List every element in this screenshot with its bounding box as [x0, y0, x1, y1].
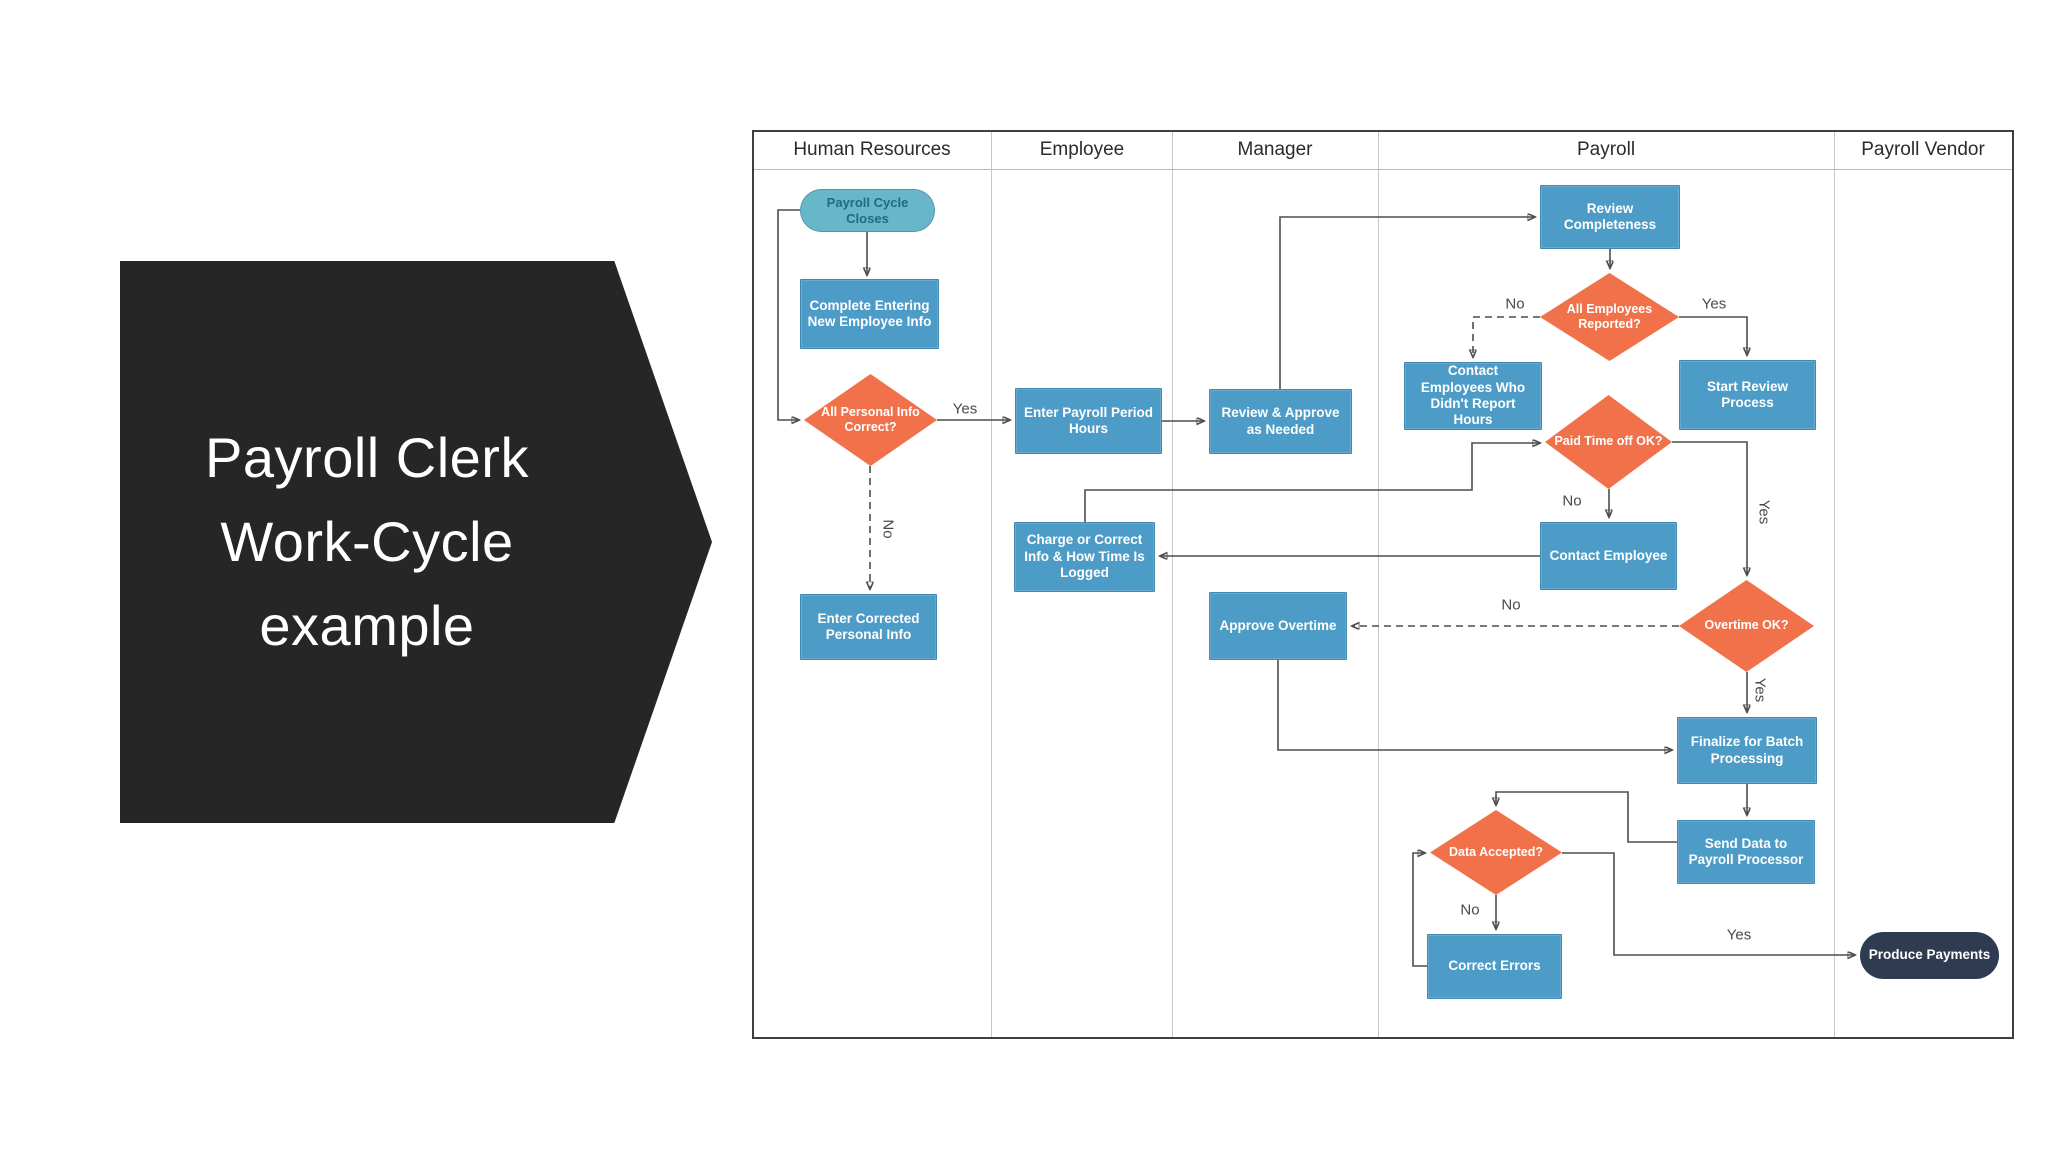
- edge-correct-errors-to-data-accepted: [1412, 853, 1427, 967]
- node-charge-or-correct-info: Charge or Correct Info & How Time Is Log…: [1014, 522, 1155, 592]
- lane-header-employee: Employee: [1039, 139, 1125, 160]
- lane-divider: [1834, 132, 1835, 1037]
- lane-header-row: [754, 132, 2012, 170]
- node-send-data-to-payroll-processor: Send Data to Payroll Processor: [1677, 820, 1815, 884]
- node-contact-employees-who-didnt-report-hours: Contact Employees Who Didn't Report Hour…: [1404, 362, 1542, 430]
- node-review-completeness: Review Completeness: [1540, 185, 1680, 249]
- decision-data-accepted: Data Accepted?: [1430, 810, 1562, 895]
- edge-all-employees-yes: [1679, 316, 1747, 355]
- edge-label-no: No: [1505, 295, 1525, 313]
- edge-label-no: No: [879, 519, 897, 539]
- lane-header-payroll-vendor: Payroll Vendor: [1861, 139, 1985, 160]
- slide-title-line: Work-Cycle: [220, 510, 514, 573]
- edge-review-approve-to-review-completeness: [1279, 217, 1535, 389]
- lane-divider: [1172, 132, 1173, 1037]
- edge-label-yes: Yes: [1755, 499, 1773, 525]
- edge-charge-correct-to-paid-time-off: [1084, 443, 1540, 522]
- title-arrow-shape: Payroll Clerk Work-Cycle example: [120, 261, 712, 823]
- node-complete-entering-new-employee-info: Complete Entering New Employee Info: [800, 279, 939, 349]
- decision-paid-time-off-ok: Paid Time off OK?: [1545, 395, 1672, 489]
- edge-label-no: No: [1460, 901, 1480, 919]
- edge-send-data-to-data-accepted: [1496, 791, 1677, 843]
- node-review-approve-as-needed: Review & Approve as Needed: [1209, 389, 1352, 454]
- node-correct-errors: Correct Errors: [1427, 934, 1562, 999]
- node-approve-overtime: Approve Overtime: [1209, 592, 1347, 660]
- edge-label-yes: Yes: [952, 400, 978, 418]
- edge-label-yes: Yes: [1726, 926, 1752, 944]
- lane-header-manager: Manager: [1237, 139, 1313, 160]
- node-payroll-cycle-closes: Payroll Cycle Closes: [800, 189, 935, 232]
- edge-label-no: No: [1562, 492, 1582, 510]
- edge-label-yes: Yes: [1701, 295, 1727, 313]
- decision-all-personal-info-correct: All Personal Info Correct?: [804, 374, 937, 466]
- lane-header-human-resources: Human Resources: [793, 139, 951, 160]
- node-enter-corrected-personal-info: Enter Corrected Personal Info: [800, 594, 937, 660]
- node-produce-payments: Produce Payments: [1860, 932, 1999, 979]
- node-start-review-process: Start Review Process: [1679, 360, 1816, 430]
- lane-header-payroll: Payroll: [1576, 139, 1636, 160]
- flowchart-panel: Human Resources Employee Manager Payroll…: [752, 130, 2014, 1039]
- edge-label-yes: Yes: [1751, 677, 1769, 703]
- lane-divider: [1378, 132, 1379, 1037]
- edge-all-employees-no: [1473, 316, 1540, 357]
- node-finalize-for-batch-processing: Finalize for Batch Processing: [1677, 717, 1817, 784]
- lane-divider: [991, 132, 992, 1037]
- edge-cycle-closes-to-all-personal-info: [777, 209, 800, 420]
- node-contact-employee: Contact Employee: [1540, 522, 1677, 590]
- node-enter-payroll-period-hours: Enter Payroll Period Hours: [1015, 388, 1162, 454]
- decision-all-employees-reported: All Employees Reported?: [1540, 273, 1679, 361]
- slide-title-line: example: [259, 594, 475, 657]
- slide-title-line: Payroll Clerk: [205, 426, 529, 489]
- edge-approve-overtime-to-finalize: [1277, 660, 1672, 750]
- flowchart-edges: [777, 209, 2012, 967]
- edge-label-no: No: [1501, 596, 1521, 614]
- edge-data-accepted-yes: [1562, 852, 1855, 955]
- decision-overtime-ok: Overtime OK?: [1679, 580, 1814, 672]
- edge-paid-time-off-yes: [1672, 441, 1747, 575]
